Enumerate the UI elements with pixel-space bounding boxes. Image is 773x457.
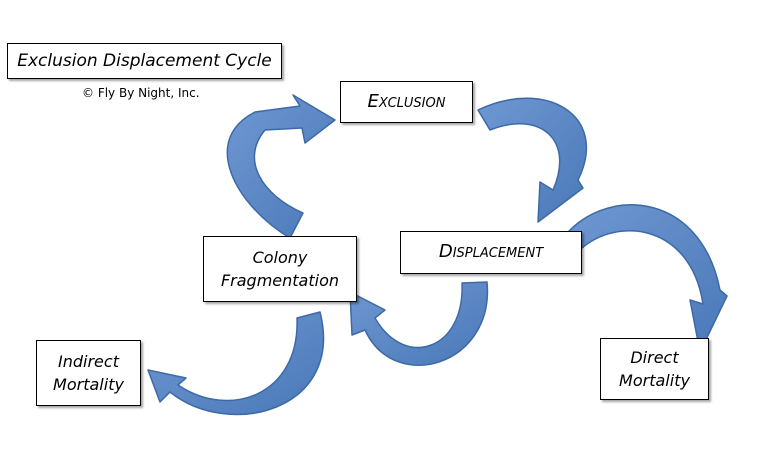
diagram-title: Exclusion Displacement Cycle (7, 43, 282, 79)
arrow-displacement-to-colony (349, 281, 489, 366)
node-indirect-mortality: Indirect Mortality (36, 340, 141, 406)
node-exclusion-label: Exclusion (367, 90, 446, 112)
node-displacement-label: Displacement (438, 241, 544, 263)
node-colony-label-line2: Fragmentation (220, 271, 340, 290)
node-colony-label-line1: Colony (252, 247, 308, 267)
copyright-notice: © Fly By Night, Inc. (82, 86, 200, 100)
node-colony-fragmentation: Colony Fragmentation (203, 236, 357, 302)
diagram-title-text: Exclusion Displacement Cycle (17, 50, 272, 71)
arrow-colony-to-indirect (147, 311, 325, 416)
node-indirect-label-line1: Indirect (58, 351, 119, 371)
node-exclusion: Exclusion (340, 81, 473, 123)
node-direct-label-line1: Direct (630, 347, 679, 367)
node-displacement: Displacement (400, 231, 582, 274)
arrow-colony-to-exclusion (226, 94, 336, 239)
node-indirect-label-line2: Mortality (53, 375, 124, 394)
arrow-displacement-to-direct (559, 204, 728, 353)
node-direct-label-line2: Mortality (619, 371, 690, 390)
node-direct-mortality: Direct Mortality (600, 338, 709, 400)
arrow-exclusion-to-displacement (477, 97, 588, 223)
